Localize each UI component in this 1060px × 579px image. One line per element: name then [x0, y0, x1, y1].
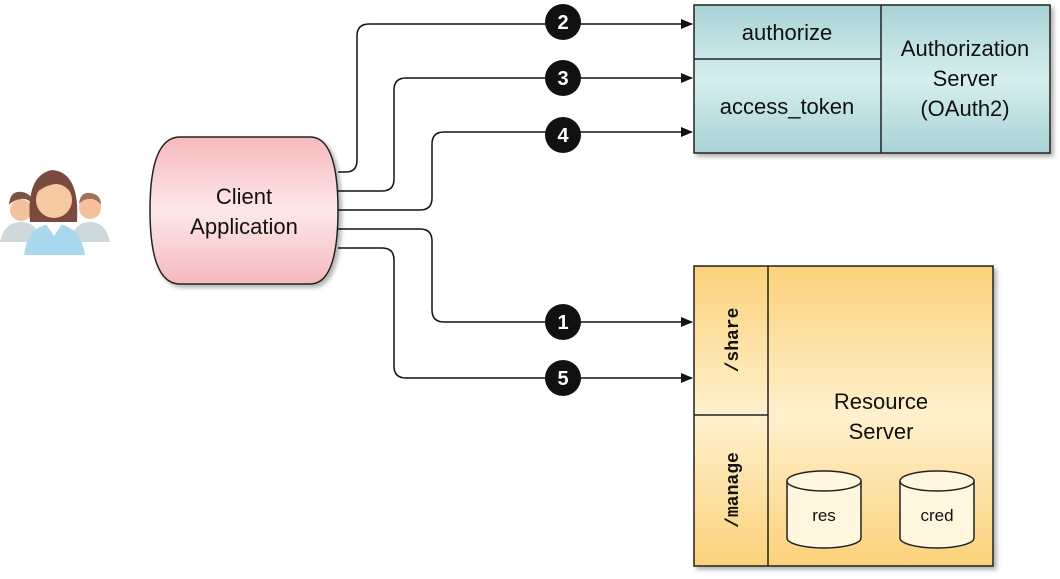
- step-badge-2: 2: [545, 4, 581, 40]
- authorization-server: [693, 4, 1051, 154]
- step-badge-1: 1: [545, 304, 581, 340]
- client-label-line2: Application: [190, 214, 298, 239]
- endpoint-access-token: access_token: [720, 94, 855, 119]
- database-res-label: res: [812, 506, 836, 525]
- step-number-1: 1: [557, 312, 568, 334]
- users-group-icon: [0, 170, 110, 255]
- step-badge-3: 3: [545, 60, 581, 96]
- connector-step-1: [338, 228, 693, 327]
- database-res: [786, 470, 862, 549]
- client-application: [149, 136, 339, 285]
- step-number-2: 2: [557, 12, 568, 34]
- resource-server-title-line2: Server: [849, 419, 914, 444]
- auth-server-title-line3: (OAuth2): [920, 96, 1009, 121]
- step-badge-5: 5: [545, 360, 581, 396]
- step-number-4: 4: [557, 125, 569, 147]
- connector-step-2: [338, 19, 693, 173]
- step-number-3: 3: [557, 68, 568, 90]
- database-cred-label: cred: [920, 506, 953, 525]
- step-number-5: 5: [557, 368, 568, 390]
- connector-step-3: [338, 73, 693, 192]
- auth-server-title-line2: Server: [933, 66, 998, 91]
- endpoint-authorize: authorize: [742, 20, 833, 45]
- resource-server-title-line1: Resource: [834, 389, 928, 414]
- auth-server-title-line1: Authorization: [901, 36, 1029, 61]
- step-badge-4: 4: [545, 117, 581, 153]
- endpoint-share: /share: [724, 308, 744, 373]
- connector-step-5: [338, 247, 693, 383]
- endpoint-manage: /manage: [724, 452, 744, 528]
- connector-step-4: [338, 127, 693, 211]
- database-cred: [899, 470, 975, 549]
- client-label-line1: Client: [216, 184, 272, 209]
